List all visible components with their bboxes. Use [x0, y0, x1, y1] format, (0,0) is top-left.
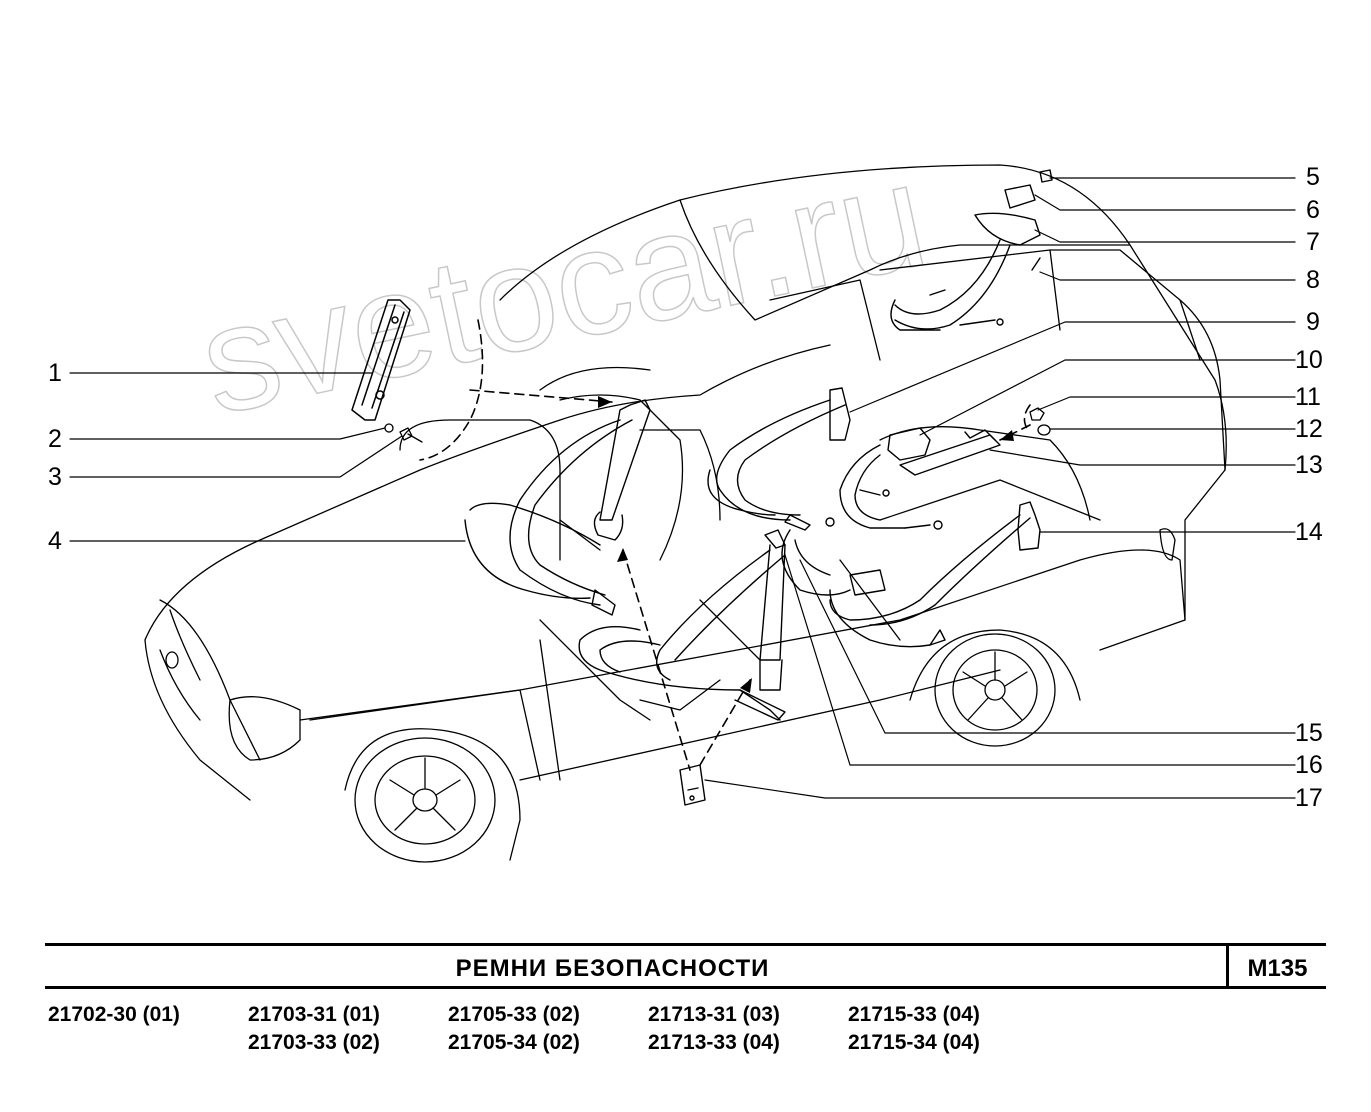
- title-bar: РЕМНИ БЕЗОПАСНОСТИ М135: [45, 943, 1326, 989]
- callout-4: 4: [48, 527, 62, 555]
- model-code: 21705-33 (02): [448, 1003, 580, 1026]
- height-adjuster-rail: [351, 299, 411, 421]
- car-sill: [309, 669, 1001, 781]
- model-code: 21702-30 (01): [48, 1003, 180, 1026]
- callout-15: 15: [1295, 719, 1323, 747]
- car-hood: [144, 344, 831, 641]
- interior-seats: [399, 366, 721, 561]
- car-rear-side: [1179, 299, 1226, 621]
- car-windshield: [679, 199, 1131, 321]
- title-divider: [1226, 943, 1229, 989]
- callout-11: 11: [1295, 383, 1321, 411]
- callout-10: 10: [1295, 346, 1323, 374]
- car-grille: [159, 609, 201, 721]
- car-front-bumper: [144, 599, 261, 801]
- washer-12: [1037, 424, 1051, 436]
- car-body-side: [299, 549, 1186, 781]
- callout-13: 13: [1295, 451, 1323, 479]
- rear-wheel: [909, 629, 1081, 747]
- car-headlight: [228, 696, 301, 761]
- belt-label-17: [679, 764, 706, 806]
- callout-12: 12: [1295, 415, 1323, 443]
- model-code: 21715-34 (04): [848, 1031, 980, 1054]
- rear-right-belt: [781, 501, 1041, 648]
- front-wheel: [344, 728, 521, 863]
- rear-upper-belt: [890, 169, 1053, 331]
- car-front-emblem: [165, 651, 179, 669]
- car-rear-lamp: [1159, 528, 1176, 561]
- washer-2: [384, 423, 394, 433]
- callout-14: 14: [1295, 518, 1323, 546]
- model-code: 21713-33 (04): [648, 1031, 780, 1054]
- model-code: 21705-34 (02): [448, 1031, 580, 1054]
- model-code: 21715-33 (04): [848, 1003, 980, 1026]
- center-pillar-belt: [578, 529, 786, 721]
- front-right-belt: [707, 387, 851, 531]
- callout-9: 9: [1306, 308, 1320, 336]
- callout-17: 17: [1295, 784, 1323, 812]
- leader-lines: [69, 177, 1296, 799]
- dashed-arrows: [419, 319, 1031, 771]
- callout-6: 6: [1306, 196, 1320, 224]
- page-title: РЕМНИ БЕЗОПАСНОСТИ: [455, 955, 770, 982]
- callout-16: 16: [1295, 751, 1323, 779]
- callout-7: 7: [1306, 228, 1320, 256]
- anchor-plate: [899, 429, 1001, 476]
- bolt-3: [399, 427, 423, 443]
- model-code: 21703-33 (02): [248, 1031, 380, 1054]
- front-door: [539, 639, 721, 781]
- interior-floor-lines: [539, 559, 901, 721]
- arrow-heads: [598, 396, 1014, 693]
- front-left-belt: [464, 399, 651, 616]
- callout-8: 8: [1306, 266, 1320, 294]
- callout-1: 1: [48, 359, 62, 387]
- rear-center-belt: [839, 427, 943, 530]
- callout-5: 5: [1306, 163, 1320, 191]
- car-side-windows: [769, 249, 1201, 361]
- model-code: 21713-31 (03): [648, 1003, 780, 1026]
- sheet-code: М135: [1247, 955, 1308, 982]
- callout-3: 3: [48, 463, 62, 491]
- callout-2: 2: [48, 425, 62, 453]
- model-code: 21703-31 (01): [248, 1003, 380, 1026]
- car-roof-outline: [499, 164, 1227, 471]
- nut-11: [1029, 407, 1045, 421]
